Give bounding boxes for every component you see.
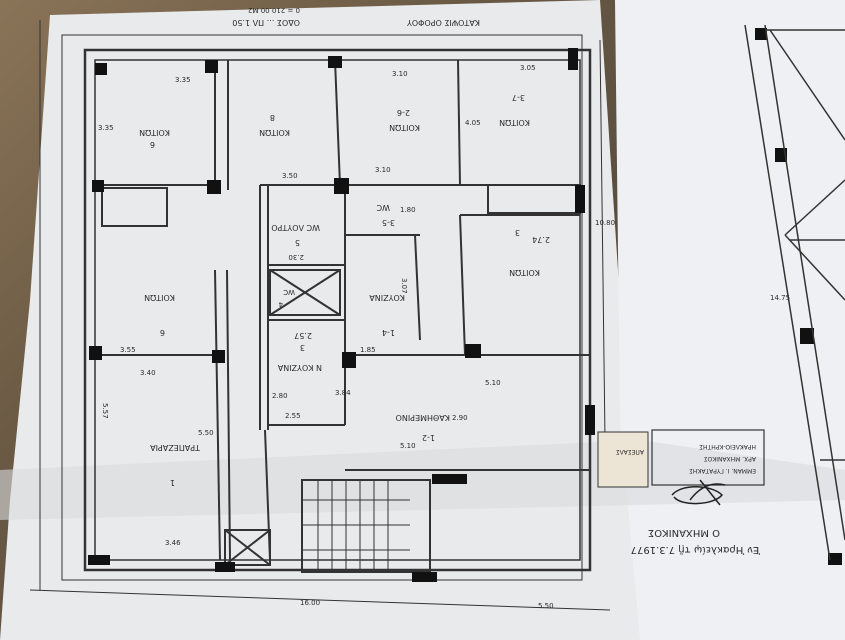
dimension: 3.10 xyxy=(392,70,408,78)
room-number: 8 xyxy=(270,113,275,122)
dimension: 3.35 xyxy=(98,124,114,132)
room-labels: ΚΟΙΤΩΝ 6 ΚΟΙΤΩΝ 8 ΚΟΙΤΩΝ 2-6 ΚΟΙΤΩΝ 3-7 ΚΟΙΤ… xyxy=(139,93,540,487)
area-label: 0 = 210.00 M2 xyxy=(248,6,300,14)
dimension: 3.40 xyxy=(140,369,156,377)
dimension: 2.90 xyxy=(452,414,468,422)
street-label: ΟΔΟΣ ... ΠΛ 1.50 xyxy=(232,18,300,27)
engineer-caption: Ο ΜΗΧΑΝΙΚΟΣ xyxy=(648,527,720,538)
room-number: 5 xyxy=(295,238,300,247)
dimension: 1.85 xyxy=(360,346,376,354)
room-number: 3 xyxy=(515,228,520,237)
dimension: 3.46 xyxy=(165,539,181,547)
room-label: ΚΟΥΖΙΝΑ xyxy=(369,293,405,302)
dimension: 10.80 xyxy=(595,219,615,227)
secondary-stamp: ΑΠΕΣΑΛΣ xyxy=(597,431,649,488)
dimension: 5.10 xyxy=(485,379,501,387)
stamp-title: ΑΡΧ. ΜΗΧΑΝΙΚΟΣ xyxy=(704,455,756,462)
room-number: 3-7 xyxy=(512,93,525,102)
dimension: 3.55 xyxy=(120,346,136,354)
dimension: 14.75 xyxy=(770,294,790,302)
outer-walls xyxy=(29,20,611,611)
signature xyxy=(671,479,726,506)
stamp-city: ΗΡΑΚΛΕΙΟ-ΚΡΗΤΗΣ xyxy=(699,443,756,450)
dimension: 2.30 xyxy=(288,253,304,261)
dimension: 3.07 xyxy=(400,278,408,294)
room-number: 1-2 xyxy=(422,433,435,442)
stamp-name: ΕΜΜΑΝ. Ι. ΓΥΡΑΤΑΚΗΣ xyxy=(689,467,756,474)
room-label: ΚΑΘΗΜΕΡΙΝΟ xyxy=(396,413,450,422)
signature-caption: Ο ΜΗΧΑΝΙΚΟΣ xyxy=(648,527,720,538)
room-label: WC xyxy=(376,203,390,212)
dimension: 3.50 xyxy=(282,172,298,180)
dimension: 5.57 xyxy=(101,403,109,419)
date-line: Ἐν Ἡρακλείῳ τῇ 7.3.1977 xyxy=(631,544,760,556)
staircase xyxy=(301,479,431,573)
room-label: ΚΟΙΤΩΝ xyxy=(259,128,290,137)
dimension: 3.84 xyxy=(335,389,351,397)
structural-columns xyxy=(88,28,842,582)
interior-walls xyxy=(95,59,590,566)
room-label: ΚΟΙΤΩΝ xyxy=(139,128,170,137)
room-number: 6 xyxy=(150,140,155,149)
room-number: 3 xyxy=(300,343,305,352)
adjacent-plan xyxy=(744,24,845,561)
header-text: ΟΔΟΣ ... ΠΛ 1.50 0 = 210.00 M2 ΚΑΤΟΨΙΣ Ο… xyxy=(232,6,480,27)
dimension: 16.00 xyxy=(300,599,320,607)
room-label: ΚΟΙΤΩΝ xyxy=(144,293,175,302)
dimension: 2.57 xyxy=(294,331,312,340)
room-number: 4 xyxy=(278,300,283,308)
dimension: 3.10 xyxy=(375,166,391,174)
plot-label: ΚΑΤΟΨΙΣ ΟΡΟΦΟΥ xyxy=(407,18,480,27)
dimension: 5.50 xyxy=(198,429,214,437)
room-label: Ν ΚΟΥΖΙΝΑ xyxy=(277,363,322,372)
dimension: 5.10 xyxy=(400,442,416,450)
dimension: 5.50 xyxy=(538,602,554,610)
room-number: 1 xyxy=(170,478,175,487)
dimension: 2.74 xyxy=(532,235,550,244)
room-label: ΚΟΙΤΩΝ xyxy=(389,123,420,132)
room-label: WC ΛΟΥΤΡΟ xyxy=(271,223,320,232)
room-label: ΚΟΙΤΩΝ xyxy=(509,268,540,277)
dimension: 3.35 xyxy=(175,76,191,84)
dimension: 2.55 xyxy=(285,412,301,420)
room-label: WC xyxy=(283,288,295,296)
room-number: 1-4 xyxy=(382,328,395,337)
dimension: 1.80 xyxy=(400,206,416,214)
room-label: ΚΟΙΤΩΝ xyxy=(499,118,530,127)
room-number: 2-6 xyxy=(397,108,410,117)
room-number: 3-5 xyxy=(382,218,395,227)
dimension: 3.05 xyxy=(520,64,536,72)
room-number: 6 xyxy=(160,328,165,337)
stamp2-text: ΑΠΕΣΑΛΣ xyxy=(616,448,644,455)
dimension: 2.80 xyxy=(272,392,288,400)
dimension: 4.05 xyxy=(465,119,481,127)
room-label: ΤΡΑΠΕΖΑΡΙΑ xyxy=(150,443,201,452)
dimension-labels: 3.35 3.35 3.10 3.05 4.05 3.50 3.10 1.80 … xyxy=(98,64,790,610)
